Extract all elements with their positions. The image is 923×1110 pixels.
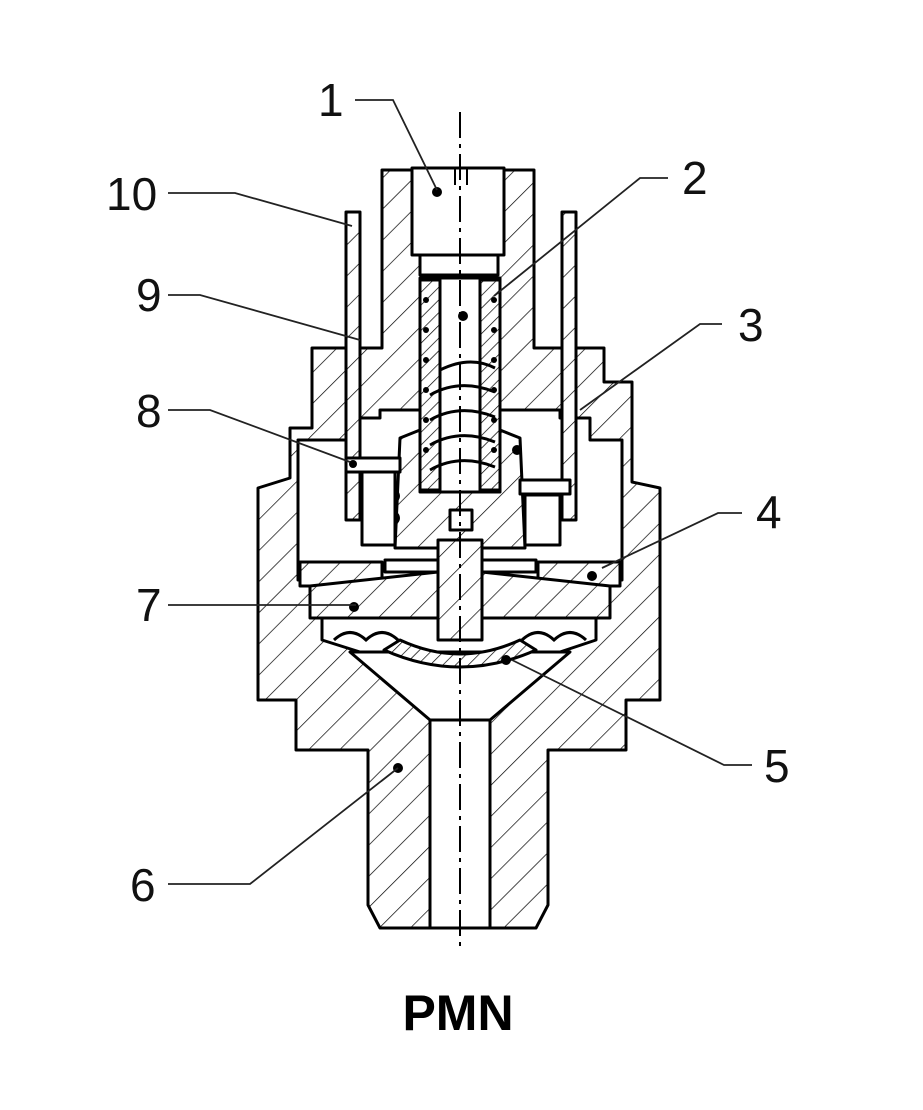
diaphragm (332, 631, 588, 669)
callout-9: 9 (136, 269, 162, 321)
callout-5: 5 (764, 740, 790, 792)
contact-terminals (344, 210, 578, 522)
callout-1: 1 (318, 74, 344, 126)
callout-6: 6 (130, 859, 156, 911)
callout-3: 3 (738, 299, 764, 351)
callout-2: 2 (682, 152, 708, 204)
figure-title: PMN (402, 985, 513, 1041)
callouts: 1 2 3 4 5 6 7 8 9 10 (106, 74, 790, 911)
support-plate (298, 558, 622, 620)
callout-4: 4 (756, 486, 782, 538)
adjusting-screw (410, 166, 506, 277)
callout-8: 8 (136, 385, 162, 437)
callout-7: 7 (136, 579, 162, 631)
leader-lines (168, 99, 752, 885)
callout-10: 10 (106, 168, 157, 220)
contact-carrier (360, 470, 562, 547)
